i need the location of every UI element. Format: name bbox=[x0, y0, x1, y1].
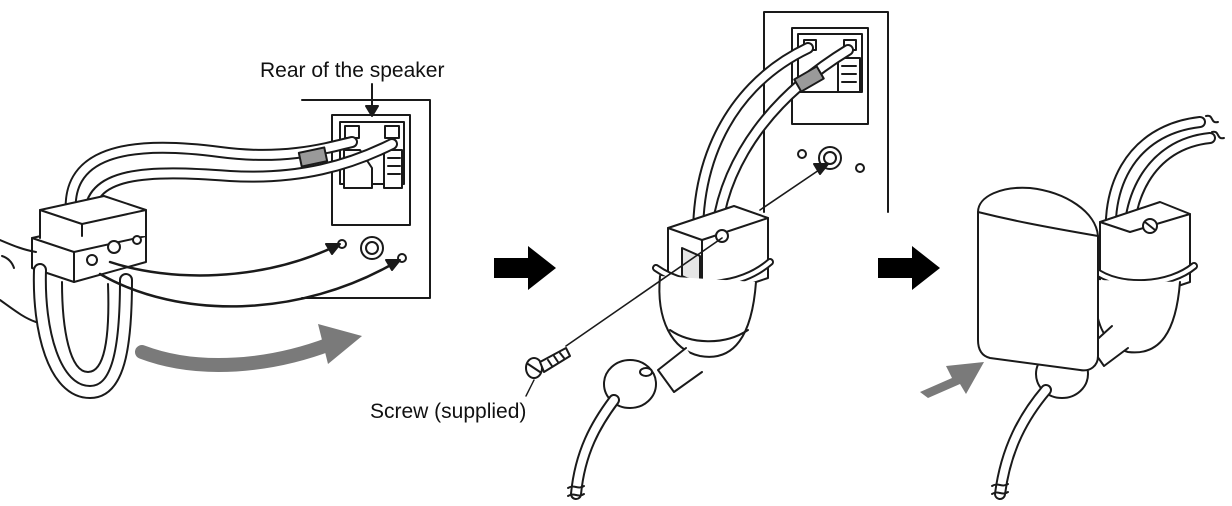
right-arrow-icon bbox=[878, 246, 940, 290]
push-arrow-icon bbox=[920, 362, 984, 398]
step-3-panel bbox=[977, 114, 1225, 500]
screw-label: Screw (supplied) bbox=[370, 400, 526, 423]
guide-arrow-upper bbox=[108, 244, 338, 277]
step-2-panel bbox=[525, 11, 889, 500]
push-arrow bbox=[920, 362, 984, 398]
step-arrow-2 bbox=[878, 246, 940, 290]
cable-housing-2 bbox=[658, 275, 757, 358]
guide-arrow-lower bbox=[98, 260, 398, 308]
bracket-cover bbox=[977, 186, 1099, 372]
main-cable-3 bbox=[994, 384, 1052, 500]
terminal-right bbox=[384, 125, 400, 139]
right-arrow-icon bbox=[494, 246, 556, 290]
step-1-panel bbox=[0, 83, 431, 399]
rear-of-speaker-label: Rear of the speaker bbox=[260, 59, 444, 82]
screw-icon bbox=[525, 347, 571, 379]
curved-arrow-icon bbox=[135, 337, 337, 373]
rotate-arrow bbox=[135, 324, 362, 373]
step-arrow-1 bbox=[494, 246, 556, 290]
screw-guide-line bbox=[565, 237, 723, 347]
